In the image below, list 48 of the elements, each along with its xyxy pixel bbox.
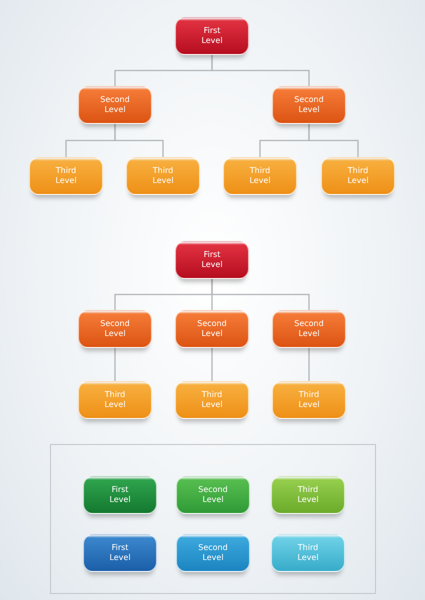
node-label: Second Level (197, 485, 229, 505)
node-label: Third Level (296, 485, 320, 505)
connector-line (211, 348, 213, 381)
node-label: Third Level (103, 390, 127, 410)
rounded-box (272, 86, 346, 124)
node-label: Second Level (293, 95, 325, 115)
rounded-box (271, 534, 345, 572)
rounded-box (78, 86, 152, 124)
rounded-box (272, 310, 346, 348)
node-label: Third Level (151, 166, 175, 186)
connector-line (211, 55, 310, 86)
connector-line (308, 124, 359, 157)
rounded-box (78, 310, 152, 348)
rounded-box (175, 310, 249, 348)
rounded-box (272, 381, 346, 419)
node-label: Second Level (197, 543, 229, 563)
connector-line (114, 124, 164, 157)
connector-line (114, 348, 116, 381)
frame-box (50, 444, 376, 594)
node-label: Second Level (293, 319, 325, 339)
rounded-box (321, 157, 395, 195)
node-label: Third Level (296, 543, 320, 563)
rounded-box (271, 476, 345, 514)
node-label: Third Level (248, 166, 272, 186)
node-label: Third Level (54, 166, 78, 186)
node-label: Third Level (346, 166, 370, 186)
rounded-box (29, 157, 103, 195)
rounded-box (176, 534, 250, 572)
node-label: First Level (200, 250, 224, 270)
node-label: Second Level (99, 95, 131, 115)
rounded-box (126, 157, 200, 195)
node-label: First Level (200, 26, 224, 46)
rounded-box (176, 476, 250, 514)
node-label: Third Level (200, 390, 224, 410)
rounded-box (83, 534, 157, 572)
node-label: Second Level (99, 319, 131, 339)
connector-line (211, 279, 310, 310)
rounded-box (78, 381, 152, 419)
node-label: Third Level (297, 390, 321, 410)
rounded-box (175, 381, 249, 419)
node-label: First Level (108, 543, 132, 563)
node-label: First Level (108, 485, 132, 505)
rounded-box (175, 17, 249, 55)
rounded-box (83, 476, 157, 514)
rounded-box (175, 241, 249, 279)
rounded-box (223, 157, 297, 195)
connector-line (308, 348, 310, 381)
node-label: Second Level (196, 319, 228, 339)
